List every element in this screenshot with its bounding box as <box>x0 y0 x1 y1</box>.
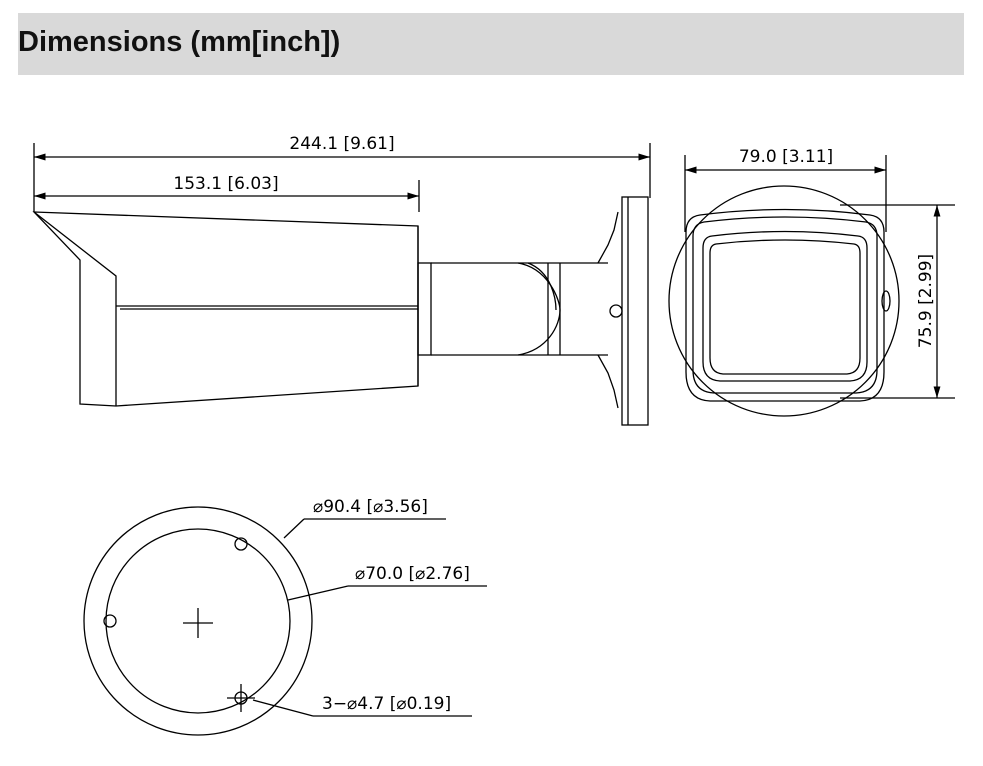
hole-spec-leader: 3−⌀4.7 [⌀0.19] <box>252 694 472 717</box>
section-header-bar <box>18 13 964 75</box>
overall-length-label: 244.1 [9.61] <box>289 134 394 154</box>
mount-bracket-arm <box>417 211 619 409</box>
front-lens-glass <box>709 239 861 375</box>
section-title: Dimensions (mm[inch]) <box>18 26 341 58</box>
base-outer-circle <box>83 506 313 736</box>
front-body-inner <box>692 216 878 394</box>
outer-diameter-label: ⌀90.4 [⌀3.56] <box>313 497 428 517</box>
outer-diameter-leader: ⌀90.4 [⌀3.56] <box>283 497 446 539</box>
front-height-label: 75.9 [2.99] <box>916 254 936 348</box>
front-width-dimension: 79.0 [3.11] <box>684 147 887 232</box>
camera-housing <box>32 211 419 407</box>
inner-diameter-label: ⌀70.0 [⌀2.76] <box>355 564 470 584</box>
side-view: 244.1 [9.61] 153.1 [6.03] <box>32 134 651 426</box>
front-view: 79.0 [3.11] 75.9 [2.99] <box>668 147 955 417</box>
wall-mount-plate <box>609 196 649 426</box>
mount-base-view: ⌀90.4 [⌀3.56] ⌀70.0 [⌀2.76] 3−⌀4.7 [⌀0.1… <box>83 497 487 736</box>
screw-hole <box>234 537 248 551</box>
overall-length-dimension: 244.1 [9.61] <box>33 134 651 212</box>
front-height-dimension: 75.9 [2.99] <box>840 204 955 399</box>
front-mount-plate-outline <box>668 185 900 417</box>
front-body-outer <box>685 208 885 402</box>
base-inner-circle <box>105 528 291 714</box>
front-lens-window <box>702 230 868 382</box>
front-width-label: 79.0 [3.11] <box>739 147 833 167</box>
screw-hole <box>103 614 117 628</box>
housing-length-dimension: 153.1 [6.03] <box>34 174 420 212</box>
front-side-screw <box>881 290 891 312</box>
housing-length-label: 153.1 [6.03] <box>173 174 278 194</box>
hole-spec-label: 3−⌀4.7 [⌀0.19] <box>322 694 451 714</box>
inner-diameter-leader: ⌀70.0 [⌀2.76] <box>287 564 487 601</box>
